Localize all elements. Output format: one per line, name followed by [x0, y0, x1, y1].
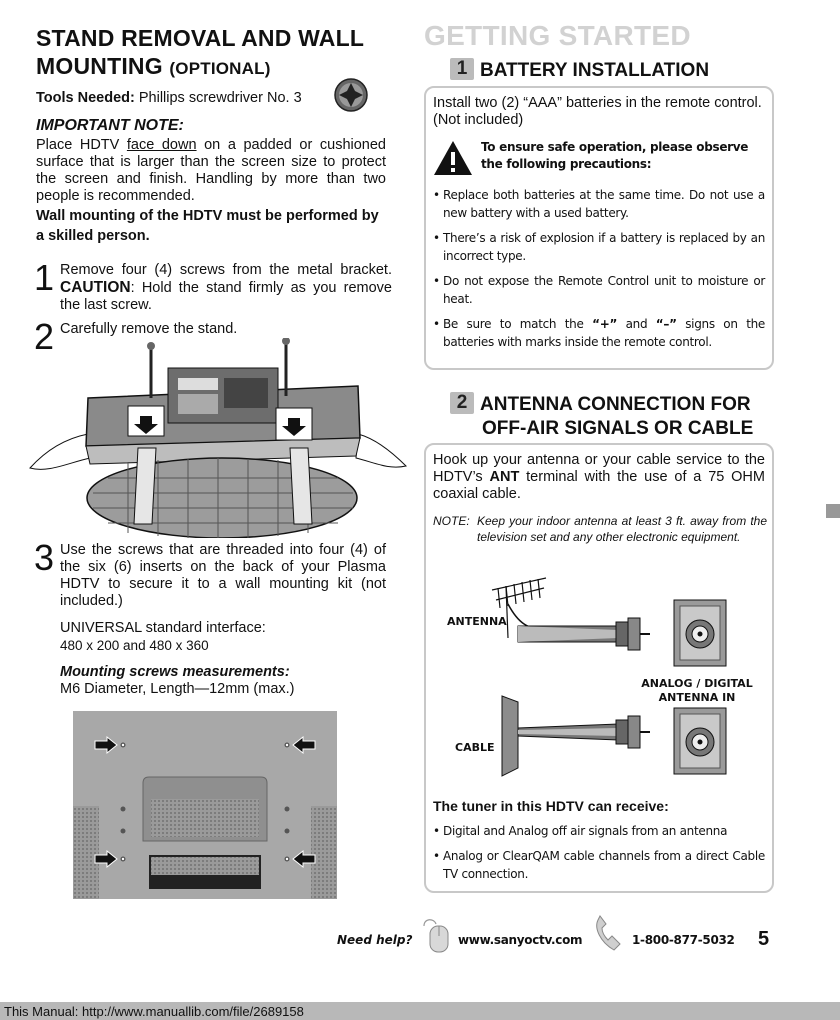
important-note-text: Place HDTV face down on a padded or cush…: [36, 137, 386, 204]
antenna-in-label: ANALOG / DIGITAL ANTENNA IN: [641, 677, 753, 704]
mounting-screws: Mounting screws measurements: M6 Diamete…: [60, 664, 295, 697]
list-item: Analog or ClearQAM cable channels from a…: [433, 847, 765, 883]
website-link[interactable]: www.sanyoctv.com: [458, 933, 583, 947]
wall-mount-note: Wall mounting of the HDTV must be perfor…: [36, 208, 379, 244]
list-item: Do not expose the Remote Control unit to…: [433, 272, 765, 308]
page-tab-marker: [826, 504, 840, 518]
list-item: Digital and Analog off air signals from …: [433, 822, 765, 840]
stand-removal-illustration: [28, 337, 408, 539]
tuner-heading: The tuner in this HDTV can receive:: [433, 798, 669, 814]
battery-intro: Install two (2) “AAA” batteries in the r…: [433, 95, 762, 128]
title-line-2: MOUNTING: [36, 53, 163, 79]
list-item: Replace both batteries at the same time.…: [433, 186, 765, 222]
left-title: STAND REMOVAL AND WALL MOUNTING (OPTIONA…: [36, 24, 406, 83]
battery-box: [424, 86, 774, 370]
universal-interface: UNIVERSAL standard interface: 480 x 200 …: [60, 620, 266, 653]
tuner-list: Digital and Analog off air signals from …: [433, 822, 765, 890]
title-line-1: STAND REMOVAL AND WALL: [36, 25, 365, 51]
mouse-icon: [420, 916, 454, 954]
step-1-text: Remove four (4) screws from the metal br…: [60, 262, 392, 313]
antenna-box: [424, 443, 774, 893]
getting-started-heading: GETTING STARTED: [424, 20, 691, 51]
antenna-note: NOTE: Keep your indoor antenna at least …: [433, 514, 767, 544]
title-optional: (OPTIONAL): [169, 59, 271, 78]
antenna-intro: Hook up your antenna or your cable servi…: [433, 452, 765, 502]
step-3-number: 3: [34, 537, 55, 578]
screwdriver-icon: [334, 78, 368, 112]
important-note-heading: IMPORTANT NOTE:: [36, 117, 184, 134]
antenna-label: ANTENNA: [447, 615, 507, 628]
back-panel-illustration: [73, 711, 337, 899]
list-item: Be sure to match the “+” and “–” signs o…: [433, 315, 765, 351]
step-3-text: Use the screws that are threaded into fo…: [60, 542, 386, 609]
cable-label: CABLE: [455, 741, 495, 754]
page-number: 5: [758, 928, 770, 950]
battery-precautions: Replace both batteries at the same time.…: [433, 186, 765, 358]
warning-icon: [432, 139, 474, 177]
need-help: Need help?: [337, 933, 413, 947]
battery-warning: To ensure safe operation, please observe…: [481, 140, 749, 171]
antenna-diagram: [428, 568, 772, 788]
phone-number[interactable]: 1-800-877-5032: [632, 933, 735, 947]
manual-link[interactable]: This Manual: http://www.manuallib.com/fi…: [4, 1004, 304, 1019]
step-2-text: Carefully remove the stand.: [60, 321, 238, 337]
list-item: There’s a risk of explosion if a battery…: [433, 229, 765, 265]
phone-icon: [592, 914, 628, 954]
tools-needed: Tools Needed: Phillips screwdriver No. 3: [36, 90, 302, 106]
step-2-number: 2: [34, 316, 55, 357]
step-1-number: 1: [34, 257, 55, 298]
manual-link-bar: [0, 1002, 840, 1020]
